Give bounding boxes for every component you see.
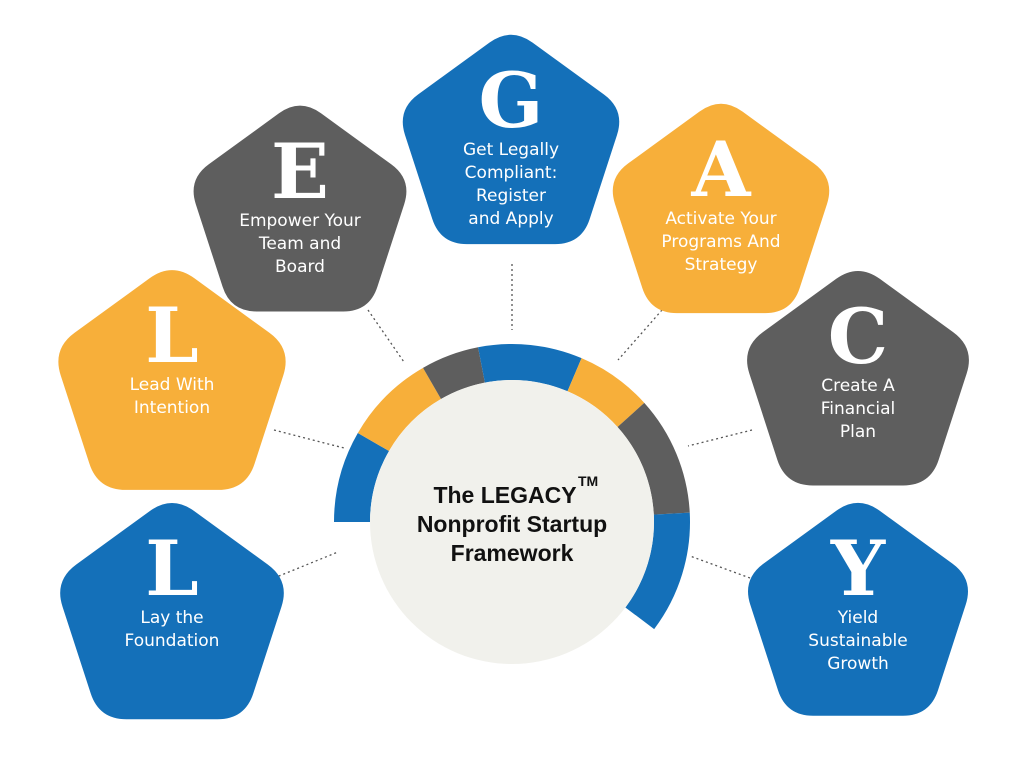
node-empower-label-line-2: Team and (258, 234, 341, 254)
node-create-label-line-2: Financial (821, 399, 895, 419)
connector-layer (273, 264, 753, 579)
node-lead-label-line-1: Lead With (130, 375, 215, 395)
center-title: The LEGACY TM Nonprofit Startup Framewor… (417, 473, 607, 566)
node-create-label-line-3: Plan (840, 422, 876, 442)
title-line-2: Nonprofit Startup (417, 511, 607, 537)
ring-segment-2 (357, 367, 441, 451)
node-legal-pentagon (402, 34, 620, 245)
node-empower-pentagon (193, 105, 407, 312)
trademark-mark: TM (578, 473, 598, 489)
node-legal-letter: G (479, 56, 544, 145)
node-activate-pentagon (612, 103, 830, 314)
node-lead-letter: L (145, 291, 198, 380)
ring-segment-5 (567, 358, 645, 427)
connector-yield (689, 555, 751, 579)
node-lead-label-line-2: Intention (134, 398, 210, 418)
node-legal-label-line-3: Register (476, 186, 546, 206)
connector-create (687, 429, 753, 447)
node-legal-label-line-4: and Apply (468, 209, 553, 229)
node-empower-label-line-1: Empower Your (239, 211, 361, 231)
node-lay-pentagon (60, 503, 284, 720)
connector-activate (617, 309, 663, 361)
node-lay-label-line-1: Lay the (140, 608, 203, 628)
connector-lead (273, 429, 345, 449)
node-yield-pentagon (748, 502, 968, 716)
ring-segment-4 (478, 344, 582, 392)
ring-segment-1 (334, 433, 390, 522)
node-yield-label-line-1: Yield (837, 608, 878, 628)
node-lay-label-line-2: Foundation (125, 631, 220, 651)
node-empower-label-line-3: Board (275, 257, 325, 277)
node-empower-letter: E (271, 127, 329, 216)
center-ring (334, 344, 690, 630)
node-create-label-line-1: Create A (821, 376, 895, 396)
node-yield-label-line-2: Sustainable (808, 631, 907, 651)
node-activate-label-line-1: Activate Your (665, 209, 776, 229)
ring-segment-3 (423, 347, 485, 400)
node-activate-label-line-3: Strategy (685, 255, 758, 275)
node-lead-pentagon (58, 270, 286, 490)
node-yield-letter: Y (830, 524, 886, 613)
node-activate-letter: A (691, 125, 752, 214)
ring-segment-6 (617, 402, 690, 515)
title-line-3: Framework (451, 540, 574, 566)
node-legal-label-line-2: Compliant: (465, 163, 558, 183)
connector-lay (273, 551, 339, 579)
title-line-1: The LEGACY (433, 482, 576, 508)
node-legal-label-line-1: Get Legally (463, 140, 559, 160)
node-create-pentagon (747, 270, 969, 486)
node-yield-label-line-3: Growth (827, 654, 889, 674)
center-disc (370, 380, 654, 664)
node-lay-letter: L (145, 524, 198, 613)
node-create-letter: C (828, 292, 889, 381)
node-activate-label-line-2: Programs And (661, 232, 780, 252)
connector-empower (367, 309, 405, 363)
ring-segment-7 (625, 512, 690, 630)
